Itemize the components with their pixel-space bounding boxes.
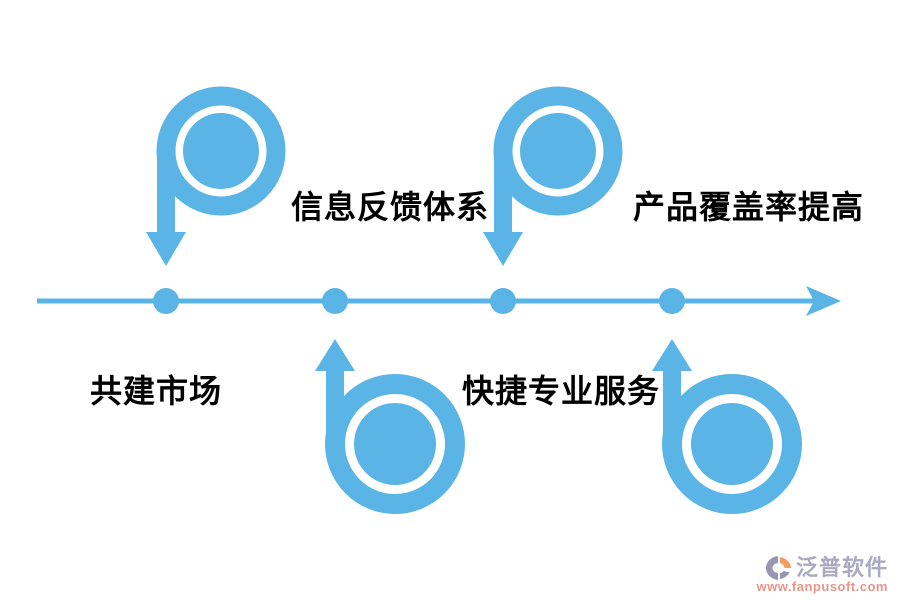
timeline-axis [37,286,841,316]
watermark-url: www.fanpusoft.com [756,579,888,594]
p-loop-arrow-down-1 [146,86,286,266]
arrowhead-down-icon [483,232,523,266]
timeline-point-1 [153,288,179,314]
label-joint-market: 共建市场 [90,373,223,409]
watermark-brand-row: 泛普软件 [765,555,888,581]
arrowhead-down-icon [146,232,186,266]
loop-inner-disc [354,403,436,485]
timeline-point-3 [490,288,516,314]
arrow-tail [663,368,681,445]
b-loop-arrow-up-1 [315,339,465,514]
arrow-tail [494,150,512,235]
watermark: 泛普软件 www.fanpusoft.com [756,555,888,595]
label-feedback-system: 信息反馈体系 [291,189,490,225]
arrowhead-up-icon [315,339,355,371]
label-coverage-increase: 产品覆盖率提高 [633,189,865,225]
b-loop-arrow-up-2 [652,339,802,514]
loop-inner-disc [183,113,259,189]
label-fast-service: 快捷专业服务 [462,373,661,409]
timeline-arrowhead-icon [806,286,841,316]
fanpu-logo-icon [765,556,791,580]
arrow-tail [326,368,344,445]
arrowhead-up-icon [652,339,692,371]
arrow-tail [157,150,175,235]
p-loop-arrow-down-2 [483,86,623,266]
loop-inner-disc [691,403,773,485]
watermark-brand-name: 泛普软件 [795,555,888,580]
timeline-point-2 [322,288,348,314]
loop-inner-disc [520,113,596,189]
timeline-point-4 [659,288,685,314]
